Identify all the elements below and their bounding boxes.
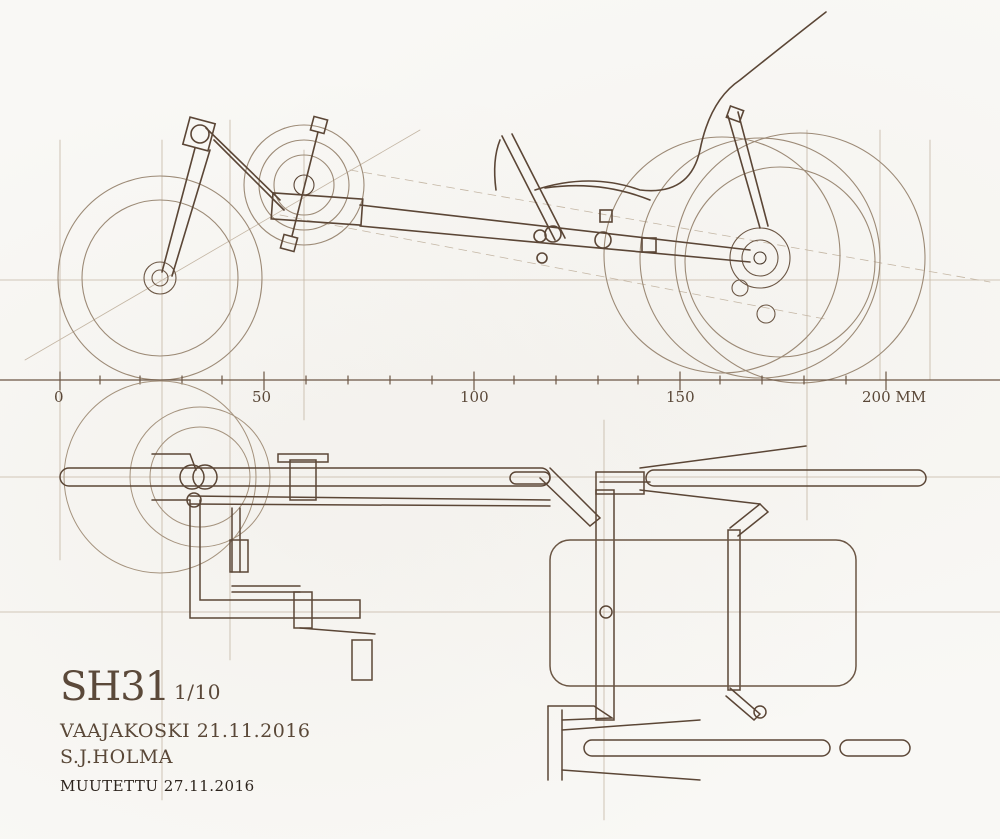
modified-date: MUUTETTU 27.11.2016 <box>60 777 255 795</box>
side-view <box>57 124 926 384</box>
front-wheel-outer <box>57 175 263 381</box>
rear-wheel-1 <box>603 136 841 374</box>
place-date: VAAJAKOSKI 21.11.2016 <box>60 720 311 742</box>
drawing-title: SH31 <box>60 664 170 710</box>
ruler-tick-label: 50 <box>252 388 272 406</box>
author: S.J.HOLMA <box>60 746 173 768</box>
top-view-frame <box>59 445 927 781</box>
chainring-circle <box>243 124 365 246</box>
scale-ruler[interactable] <box>0 371 1000 391</box>
ruler-tick-label: 200 MM <box>862 388 927 406</box>
drawing-scale: 1/10 <box>174 680 221 704</box>
ruler-tick-label: 150 <box>666 388 695 406</box>
ruler-tick-label: 100 <box>460 388 489 406</box>
ruler-tick-label: 0 <box>54 388 64 406</box>
side-frame <box>161 11 827 277</box>
